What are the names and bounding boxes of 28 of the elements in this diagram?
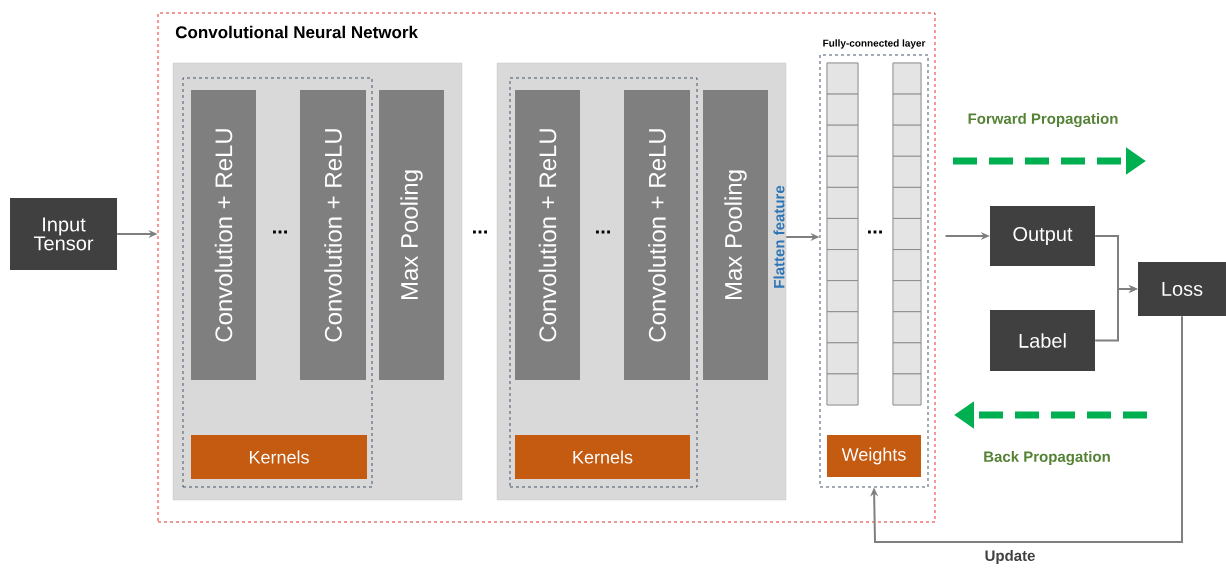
label-box: Label: [990, 310, 1095, 371]
frame-title: Convolutional Neural Network: [175, 25, 418, 39]
edge-label: Update: [985, 550, 1035, 564]
caption: Forward Propagation: [968, 112, 1118, 127]
weight-column: [826, 62, 859, 406]
dashed-group: [509, 77, 698, 488]
kernel-box: Kernels: [191, 435, 367, 479]
ellipsis: ...: [868, 230, 882, 234]
ellipsis: ...: [273, 230, 287, 234]
layer-bar: Convolution + ReLU: [300, 90, 366, 380]
layer-bar: Max Pooling: [703, 90, 768, 380]
edge-label: Flatten feature: [773, 185, 785, 288]
weights-box: Weights: [827, 435, 921, 477]
loss-box: Loss: [1138, 262, 1226, 316]
ellipsis: ...: [473, 230, 487, 234]
kernel-box: Kernels: [515, 435, 690, 479]
weight-column: [892, 62, 922, 406]
layer-title: Fully-connected layer: [823, 39, 926, 49]
layer-bar: Convolution + ReLU: [624, 90, 690, 380]
input-box: Input Tensor: [10, 198, 117, 270]
dashed-group: [182, 77, 373, 488]
arrow: [870, 315, 1183, 543]
caption: Back Propagation: [984, 450, 1110, 465]
layer-bar: Convolution + ReLU: [191, 90, 256, 380]
output-box: Output: [990, 206, 1095, 266]
ellipsis: ...: [596, 230, 610, 234]
layer-bar: Convolution + ReLU: [515, 90, 580, 380]
layer-bar: Max Pooling: [379, 90, 444, 380]
